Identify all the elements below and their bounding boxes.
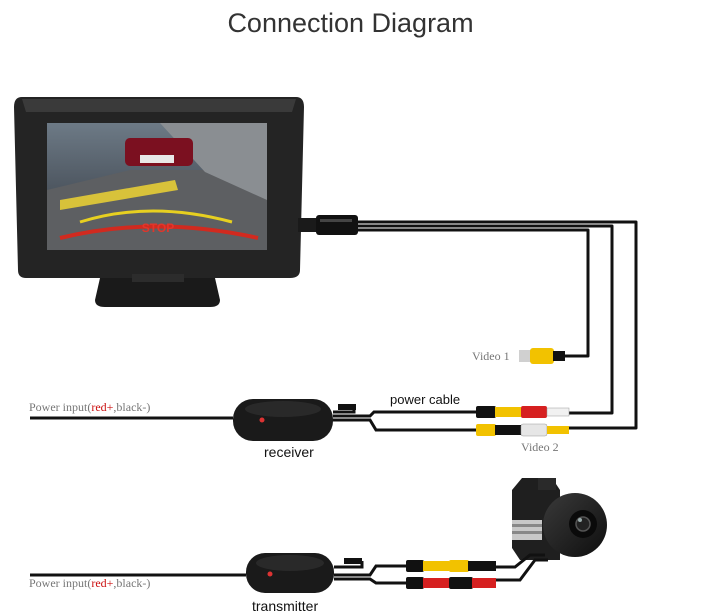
transmitter-rca-connectors [406, 560, 496, 589]
label-receiver: receiver [264, 444, 314, 460]
label-video-2: Video 2 [521, 440, 559, 454]
diagram-title: Connection Diagram [227, 8, 474, 38]
label-power-cable: power cable [390, 392, 460, 407]
monitor-icon: STOP [14, 97, 304, 307]
rca-plug-icon [519, 348, 565, 364]
screen-stop-text: STOP [142, 221, 174, 235]
camera-cable [495, 553, 548, 582]
receiver-rca-connectors [476, 406, 570, 437]
transmitter-power-cable [30, 561, 408, 585]
receiver-power-input-label: Power input(red+,black-) [29, 400, 150, 414]
transmitter-box-icon [246, 553, 334, 593]
monitor-cables [358, 220, 638, 430]
camera-icon [512, 478, 607, 560]
receiver-box-icon [233, 399, 333, 441]
monitor-connector [298, 215, 358, 235]
transmitter-power-input-label: Power input(red+,black-) [29, 576, 150, 590]
label-video-1: Video 1 [472, 349, 510, 363]
label-transmitter: transmitter [252, 598, 318, 614]
